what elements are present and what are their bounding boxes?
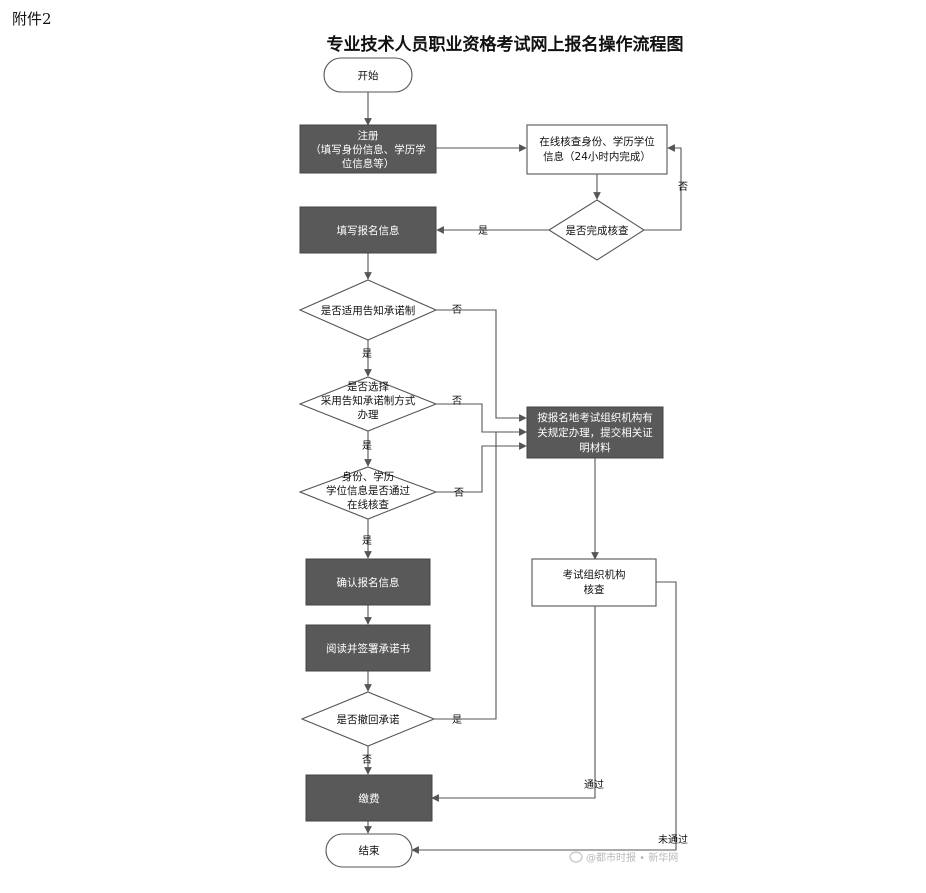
withdraw-label: 是否撤回承诺 — [337, 713, 400, 726]
edge-org-notpassed — [411, 581, 677, 854]
choose-notify-decision: 是否选择 采用告知承诺制方式 办理 — [298, 376, 438, 432]
edge-label-yes-notify: 是 — [362, 348, 372, 360]
register-label-line3: 位信息等） — [342, 157, 395, 170]
online-passed-label-line2: 学位信息是否通过 — [326, 484, 410, 497]
choose-notify-label-line1: 是否选择 — [347, 380, 389, 393]
fill-info-node: 填写报名信息 — [299, 206, 437, 254]
local-process-node: 按报名地考试组织机构有 关规定办理，提交相关证 明材料 — [526, 406, 664, 459]
org-verify-node: 考试组织机构 核查 — [531, 558, 657, 607]
register-label-line2: （填写身份信息、学历学 — [310, 143, 426, 156]
edge-label-yes-withdraw: 是 — [452, 714, 462, 726]
choose-notify-label-line3: 办理 — [358, 408, 379, 421]
online-passed-label-line1: 身份、学历 — [342, 470, 395, 483]
withdraw-decision: 是否撤回承诺 — [300, 691, 436, 747]
edge-label-yes-choose: 是 — [362, 440, 372, 452]
start-node: 开始 — [323, 57, 413, 93]
local-process-label-line1: 按报名地考试组织机构有 — [537, 411, 653, 424]
edge-label-no-notify: 否 — [452, 304, 462, 316]
org-verify-label-line1: 考试组织机构 — [563, 568, 626, 581]
notify-applicable-decision: 是否适用告知承诺制 — [298, 279, 438, 341]
register-node: 注册 （填写身份信息、学历学 位信息等） — [299, 124, 437, 174]
page-title: 专业技术人员职业资格考试网上报名操作流程图 — [326, 35, 684, 55]
verify-done-decision: 是否完成核查 — [547, 199, 646, 261]
edge-notify-no — [436, 309, 527, 422]
local-process-label-line2: 关规定办理，提交相关证 — [537, 426, 653, 439]
edge-label-not-passed: 未通过 — [658, 833, 688, 846]
edge-label-no-choose: 否 — [452, 395, 462, 407]
edge-label-yes-passed: 是 — [362, 535, 372, 547]
confirm-info-node: 确认报名信息 — [305, 558, 431, 606]
edge-label-no-withdraw: 否 — [362, 754, 372, 766]
start-label: 开始 — [358, 69, 379, 82]
online-verify-node: 在线核查身份、学历学位 信息（24小时内完成） — [526, 124, 668, 175]
pay-label: 缴费 — [359, 792, 380, 805]
confirm-info-label: 确认报名信息 — [337, 576, 400, 589]
verify-done-label: 是否完成核查 — [566, 224, 629, 237]
watermark-text: @都市时报 • 新华网 — [586, 851, 678, 864]
edge-label-no-passed: 否 — [454, 487, 464, 499]
edge-org-passed — [431, 606, 596, 802]
edge-label-passed: 通过 — [584, 778, 604, 791]
edge-label-no-verify: 否 — [678, 181, 688, 193]
local-process-label-line3: 明材料 — [579, 441, 611, 454]
notify-applicable-label: 是否适用告知承诺制 — [321, 304, 416, 317]
weibo-icon — [569, 851, 583, 863]
register-label-line1: 注册 — [358, 129, 379, 142]
online-verify-label-line2: 信息（24小时内完成） — [543, 150, 651, 163]
sign-pledge-label: 阅读并签署承诺书 — [326, 642, 410, 655]
watermark: @都市时报 • 新华网 — [569, 851, 678, 864]
online-passed-decision: 身份、学历 学位信息是否通过 在线核查 — [298, 466, 438, 520]
attachment-label: 附件2 — [12, 10, 52, 28]
choose-notify-label-line2: 采用告知承诺制方式 — [321, 394, 416, 407]
fill-info-label: 填写报名信息 — [337, 224, 400, 237]
edge-verify-no-loop — [644, 144, 682, 231]
pay-node: 缴费 — [305, 774, 433, 822]
end-node: 结束 — [325, 833, 413, 868]
edge-withdraw-yes — [434, 428, 527, 720]
sign-pledge-node: 阅读并签署承诺书 — [305, 624, 431, 672]
edge-label-yes-verify: 是 — [478, 225, 488, 237]
org-verify-label-line2: 核查 — [584, 583, 605, 596]
edges — [364, 92, 682, 854]
edge-passed-no — [436, 442, 527, 493]
end-label: 结束 — [359, 844, 380, 857]
online-passed-label-line3: 在线核查 — [347, 498, 389, 511]
online-verify-label-line1: 在线核查身份、学历学位 — [539, 135, 655, 148]
